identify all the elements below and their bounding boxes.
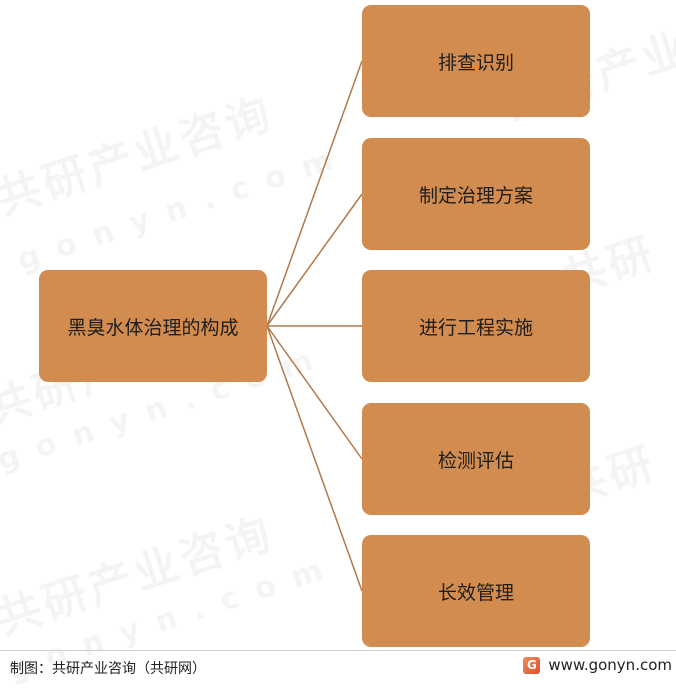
footer-website-url[interactable]: www.gonyn.com — [548, 656, 672, 674]
footer-website[interactable]: G www.gonyn.com — [523, 656, 672, 674]
child-node-long-term: 长效管理 — [362, 535, 590, 647]
child-node-label: 进行工程实施 — [418, 316, 533, 339]
child-node-label: 制定治理方案 — [418, 184, 533, 207]
child-node-evaluation: 检测评估 — [362, 403, 590, 515]
connector-line — [266, 193, 363, 327]
gonyn-logo-icon: G — [523, 656, 541, 674]
root-node-label: 黑臭水体治理的构成 — [67, 316, 239, 339]
child-node-label: 排查识别 — [437, 51, 514, 74]
connector-line — [266, 60, 363, 327]
child-node-investigation: 排查识别 — [362, 5, 590, 117]
child-node-label: 检测评估 — [437, 449, 514, 472]
connector-line — [266, 325, 363, 460]
connector-lines — [266, 60, 363, 592]
footer-source: 制图：共研产业咨询（共研网） — [10, 661, 206, 677]
child-node-plan: 制定治理方案 — [362, 138, 590, 250]
root-node: 黑臭水体治理的构成 — [39, 270, 267, 382]
child-node-implementation: 进行工程实施 — [362, 270, 590, 382]
child-node-label: 长效管理 — [437, 581, 514, 604]
footer-divider — [0, 650, 676, 651]
connector-line — [266, 325, 363, 592]
